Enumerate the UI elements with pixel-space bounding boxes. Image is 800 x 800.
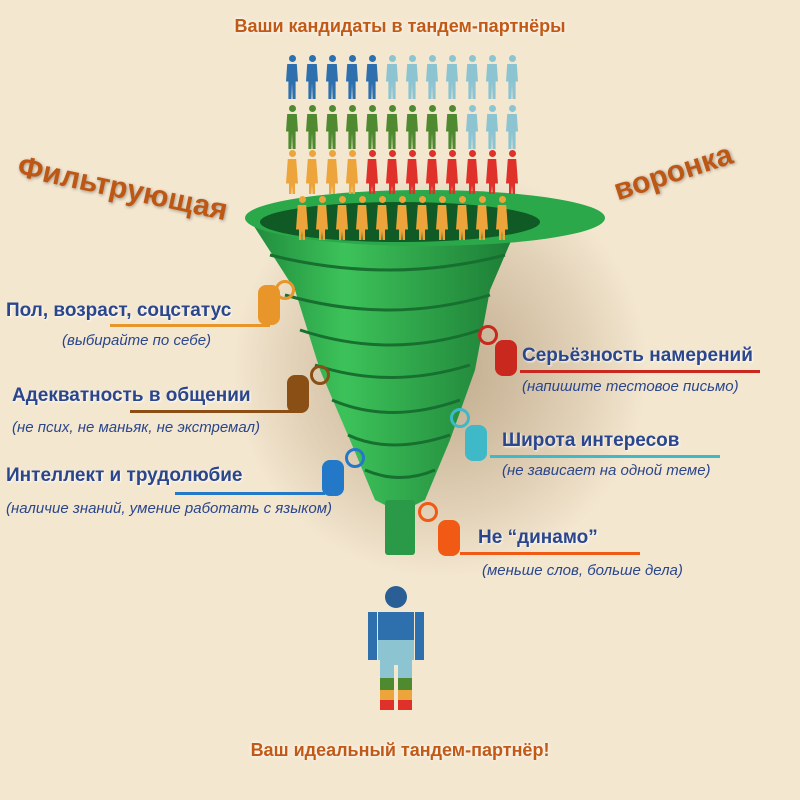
person-icon xyxy=(405,55,419,99)
filter-label-gender-age: Пол, возраст, соцстатус xyxy=(6,300,232,321)
person-icon xyxy=(485,105,499,149)
hand-pointer-icon xyxy=(322,460,344,496)
person-icon xyxy=(445,105,459,149)
person-icon xyxy=(305,150,319,194)
person-icon xyxy=(455,196,469,240)
crowd-row xyxy=(285,105,525,149)
crowd-row xyxy=(285,55,525,99)
filter-pointer-line xyxy=(175,492,325,495)
funnel-word-right: воронка xyxy=(609,137,737,208)
person-icon xyxy=(385,150,399,194)
person-icon xyxy=(385,55,399,99)
person-icon xyxy=(345,105,359,149)
person-icon xyxy=(445,150,459,194)
crowd-row xyxy=(295,196,515,240)
person-icon xyxy=(495,196,509,240)
person-icon xyxy=(285,105,299,149)
person-icon xyxy=(425,105,439,149)
hand-pointer-icon xyxy=(258,285,280,325)
filter-note: (меньше слов, больше дела) xyxy=(482,562,683,579)
ring-marker-icon xyxy=(310,365,330,385)
person-icon xyxy=(445,55,459,99)
person-icon xyxy=(365,150,379,194)
ring-marker-icon xyxy=(478,325,498,345)
hand-pointer-icon xyxy=(495,340,517,376)
person-icon xyxy=(365,55,379,99)
person-icon xyxy=(315,196,329,240)
filter-label-intellect: Интеллект и трудолюбие xyxy=(6,465,243,486)
person-icon xyxy=(345,55,359,99)
footer-title: Ваш идеальный тандем-партнёр! xyxy=(250,740,550,760)
header-title: Ваши кандидаты в тандем-партнёры xyxy=(234,16,566,36)
filter-note: (напишите тестовое письмо) xyxy=(522,378,739,395)
person-icon xyxy=(285,150,299,194)
person-icon xyxy=(305,105,319,149)
filter-pointer-line xyxy=(520,370,760,373)
hand-pointer-icon xyxy=(287,375,309,413)
filter-label-seriousness: Серьёзность намерений xyxy=(522,345,753,366)
person-icon xyxy=(325,105,339,149)
filter-note: (выбирайте по себе) xyxy=(62,332,212,349)
person-icon xyxy=(425,55,439,99)
filter-label-interests: Широта интересов xyxy=(502,430,680,451)
person-icon xyxy=(295,196,309,240)
person-icon xyxy=(375,196,389,240)
person-icon xyxy=(435,196,449,240)
person-icon xyxy=(395,196,409,240)
person-icon xyxy=(345,150,359,194)
filter-note: (не псих, не маньяк, не экстремал) xyxy=(12,419,260,436)
hand-pointer-icon xyxy=(438,520,460,556)
person-icon xyxy=(505,150,519,194)
filter-pointer-line xyxy=(460,552,640,555)
person-icon xyxy=(485,55,499,99)
ring-marker-icon xyxy=(275,280,295,300)
person-icon xyxy=(405,105,419,149)
person-icon xyxy=(505,105,519,149)
person-icon xyxy=(485,150,499,194)
person-icon xyxy=(305,55,319,99)
ring-marker-icon xyxy=(450,408,470,428)
filter-label-adequacy: Адекватность в общении xyxy=(12,385,251,406)
hand-pointer-icon xyxy=(465,425,487,461)
person-icon xyxy=(325,150,339,194)
person-icon xyxy=(425,150,439,194)
person-icon xyxy=(325,55,339,99)
ideal-partner-figure xyxy=(368,586,424,710)
filter-note: (наличие знаний, умение работать с языко… xyxy=(6,500,332,517)
person-icon xyxy=(285,55,299,99)
person-icon xyxy=(415,196,429,240)
filter-note: (не зависает на одной теме) xyxy=(502,462,711,479)
funnel-word-left: Фильтрующая xyxy=(14,150,231,228)
person-icon xyxy=(335,196,349,240)
person-icon xyxy=(465,55,479,99)
filter-label-not-dynamo: Не “динамо” xyxy=(478,527,598,548)
ring-marker-icon xyxy=(418,502,438,522)
filter-pointer-line xyxy=(110,324,270,327)
crowd-row xyxy=(285,150,525,194)
person-icon xyxy=(505,55,519,99)
person-icon xyxy=(465,150,479,194)
ring-marker-icon xyxy=(345,448,365,468)
person-icon xyxy=(355,196,369,240)
person-icon xyxy=(385,105,399,149)
person-icon xyxy=(365,105,379,149)
person-icon xyxy=(465,105,479,149)
filter-pointer-line xyxy=(490,455,720,458)
person-icon xyxy=(475,196,489,240)
filter-pointer-line xyxy=(130,410,295,413)
person-icon xyxy=(405,150,419,194)
